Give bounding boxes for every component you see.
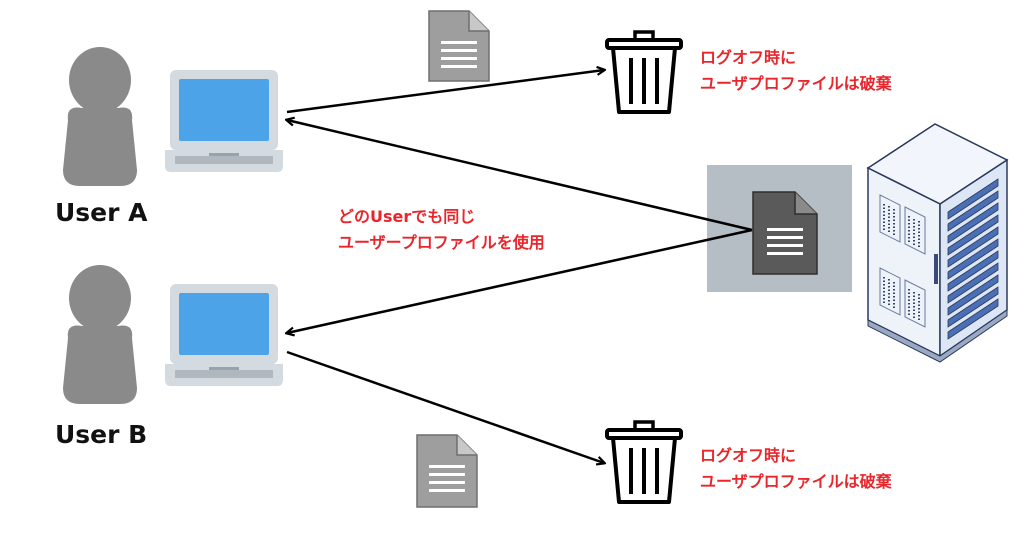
- user-b-label: User B: [55, 420, 148, 449]
- person-icon: [63, 47, 137, 186]
- arrow-server-to-laptop-b: [287, 228, 753, 333]
- shared-profile-line: どのUserでも同じ: [338, 207, 476, 226]
- document-icon: [752, 191, 818, 275]
- user-a-label: User A: [55, 198, 148, 227]
- trash-note-line: ログオフ時に: [700, 446, 797, 465]
- document-icon: [416, 434, 478, 508]
- shared-profile-note: どのUserでも同じ ユーザープロファイルを使用: [338, 204, 545, 256]
- trash-note-top: ログオフ時に ユーザプロファイルは破棄: [700, 45, 892, 97]
- trash-note-bottom: ログオフ時に ユーザプロファイルは破棄: [700, 443, 892, 495]
- arrow-server-to-laptop-a: [287, 120, 753, 232]
- trash-note-line: ログオフ時に: [700, 48, 797, 67]
- trash-note-line: ユーザプロファイルは破棄: [700, 74, 892, 93]
- trash-icon: [605, 30, 683, 114]
- person-icon: [63, 265, 137, 404]
- arrow-laptop-b-to-trash: [286, 350, 604, 463]
- arrow-laptop-a-to-trash: [286, 70, 604, 114]
- shared-profile-line: ユーザープロファイルを使用: [338, 233, 545, 252]
- server-rack-icon: [866, 123, 1009, 363]
- trash-icon: [605, 420, 683, 504]
- laptop-icon: [165, 70, 283, 172]
- document-icon: [428, 10, 490, 82]
- laptop-icon: [165, 284, 283, 386]
- trash-note-line: ユーザプロファイルは破棄: [700, 472, 892, 491]
